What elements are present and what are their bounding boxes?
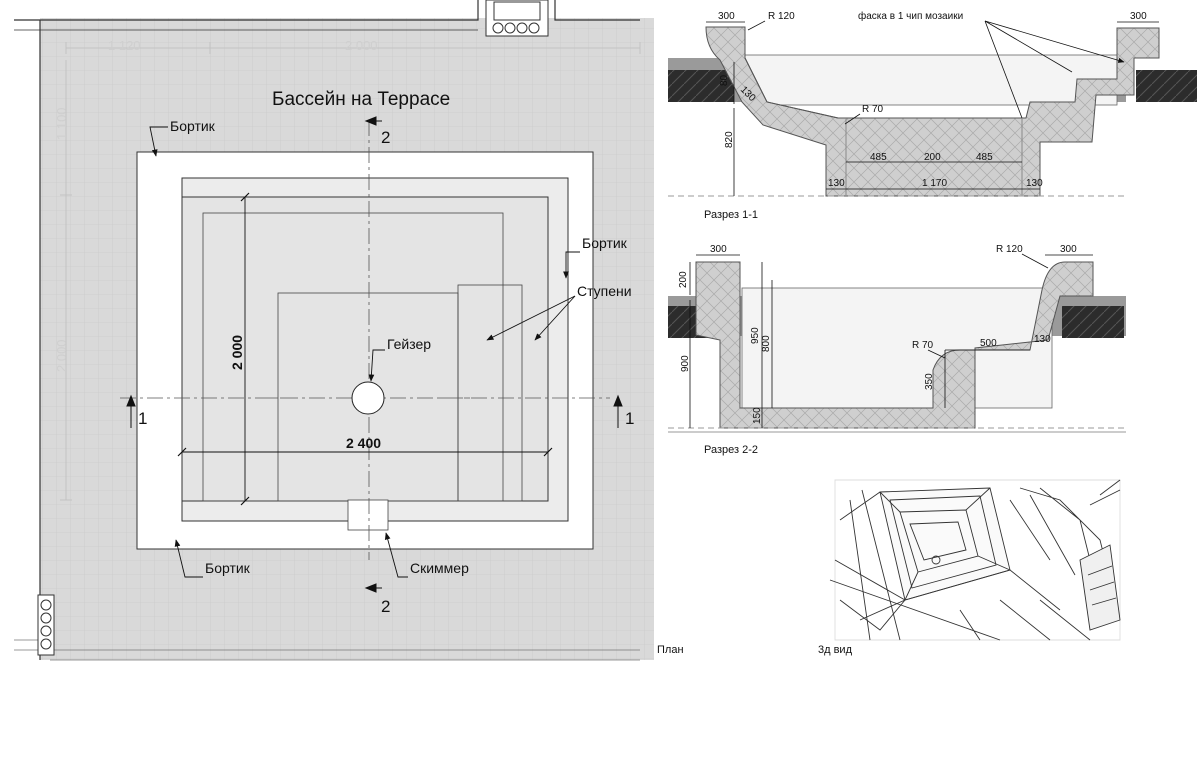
s1-dim-485a: 485 xyxy=(870,152,887,163)
section2-caption: Разрез 2-2 xyxy=(704,444,758,456)
section-mark-1-right: 1 xyxy=(625,409,634,428)
s2-dim-300-right: 300 xyxy=(1060,244,1077,255)
label-bortik-top: Бортик xyxy=(170,118,216,134)
steps xyxy=(457,284,523,502)
view-3d xyxy=(829,479,1121,641)
plan-view: 1 120 2 000 1 100 2 000 Бассейн на Терра… xyxy=(14,0,684,661)
s1-dim-820: 820 xyxy=(724,131,735,148)
s2-dim-r120: R 120 xyxy=(996,244,1023,255)
axis-label-top-left: 1 120 xyxy=(108,38,141,53)
section1-water xyxy=(744,54,1118,106)
s1-annotation: фаска в 1 чип мозаики xyxy=(858,10,963,22)
column-bottom xyxy=(37,594,55,656)
dim-height: 2 000 xyxy=(229,335,245,370)
s1-dim-485b: 485 xyxy=(976,152,993,163)
s1-dim-r70: R 70 xyxy=(862,104,884,115)
label-skimmer: Скиммер xyxy=(410,560,469,576)
skimmer-box xyxy=(347,499,389,531)
section-mark-2-bottom: 2 xyxy=(381,597,390,616)
dim-width: 2 400 xyxy=(346,435,381,451)
s2-dim-350: 350 xyxy=(924,373,935,390)
axis-label-left-bottom: 2 000 xyxy=(54,339,69,372)
s1-dim-130c: 130 xyxy=(1026,178,1043,189)
s2-dim-800: 800 xyxy=(761,335,772,352)
s2-dim-300-left: 300 xyxy=(710,244,727,255)
s1-dim-80: 80 xyxy=(719,74,730,86)
s2-dim-500: 500 xyxy=(980,338,997,349)
s1-dim-300-right: 300 xyxy=(1130,11,1147,22)
geyser-circle xyxy=(351,381,385,415)
s1-dim-200: 200 xyxy=(924,152,941,163)
section1-caption: Разрез 1-1 xyxy=(704,209,758,221)
section-2-2: 300 300 R 120 200 900 950 800 150 R 70 3… xyxy=(668,244,1126,456)
s1-dim-r120: R 120 xyxy=(768,11,795,22)
s2-dim-150: 150 xyxy=(752,407,763,424)
axis-label-left-top: 1 100 xyxy=(54,107,69,140)
s1-dim-1170: 1 170 xyxy=(922,178,947,189)
s1-dim-300-left: 300 xyxy=(718,11,735,22)
s2-dim-r70: R 70 xyxy=(912,340,934,351)
section-1-1: 300 300 R 120 фаска в 1 чип мозаики 80 1… xyxy=(668,10,1197,221)
label-bortik-bottom: Бортик xyxy=(205,560,251,576)
s1-dim-130b: 130 xyxy=(828,178,845,189)
plan-caption: План xyxy=(657,644,684,656)
pool-water xyxy=(181,196,549,502)
s2-dim-950: 950 xyxy=(750,327,761,344)
section2-shell xyxy=(695,261,1094,429)
s2-dim-900: 900 xyxy=(680,355,691,372)
section-mark-2-top: 2 xyxy=(381,128,390,147)
section-mark-1-left: 1 xyxy=(138,409,147,428)
axis-label-top-right: 2 000 xyxy=(345,38,378,53)
view3d-caption: 3д вид xyxy=(818,644,853,656)
plan-title: Бассейн на Террасе xyxy=(272,89,450,110)
s2-dim-130: 130 xyxy=(1034,334,1051,345)
column-top xyxy=(485,0,549,37)
label-geyser: Гейзер xyxy=(387,336,431,352)
label-bortik-right: Бортик xyxy=(582,235,628,251)
s2-dim-200: 200 xyxy=(678,271,689,288)
label-stupeni: Ступени xyxy=(577,283,632,299)
